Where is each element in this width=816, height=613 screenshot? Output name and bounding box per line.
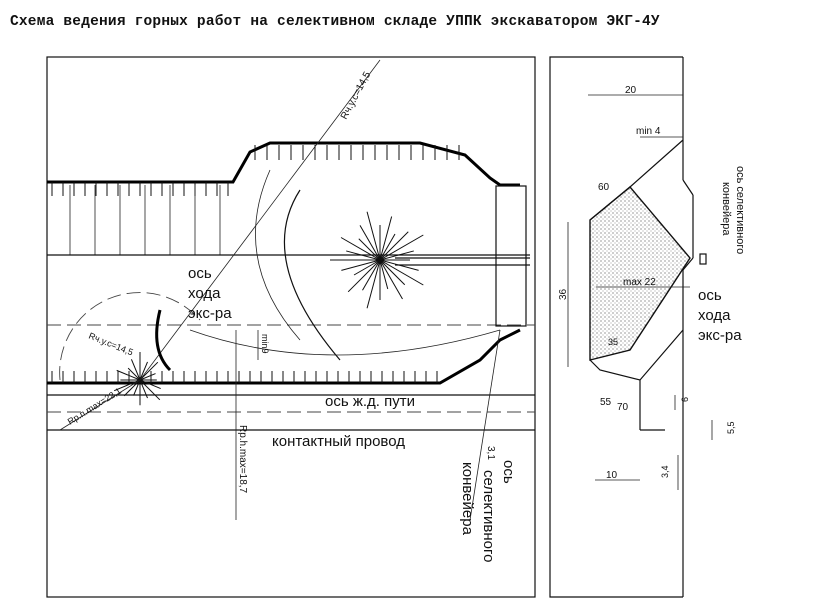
hatch-tick — [139, 379, 161, 401]
section-excavator-label-1: ось — [698, 287, 722, 304]
min9-label: min9 — [260, 334, 270, 354]
section-excavator-label-3: экс-ра — [698, 327, 742, 344]
section-excavator-label-2: хода — [698, 307, 731, 324]
hatch-tick — [133, 379, 141, 396]
stockpile-section — [589, 186, 691, 361]
slope-upper — [589, 139, 684, 221]
hatch-tick — [379, 259, 406, 286]
dim-60-label: 60 — [598, 182, 610, 193]
left-swing-circle — [59, 292, 201, 381]
diagram-title: Схема ведения горных работ на селективно… — [10, 14, 660, 30]
radius-line-rmax — [59, 379, 141, 431]
conveyor-hopper — [495, 185, 527, 327]
dim-35-label: 35 — [608, 337, 618, 347]
rmax-label: Rр.п.max=22,1 — [66, 386, 123, 427]
contact-wire-label: контактный провод — [272, 433, 405, 450]
dim-20-label: 20 — [625, 85, 637, 96]
plan-frame — [46, 56, 536, 598]
hatch-tick — [139, 361, 148, 381]
hatch-tick — [139, 379, 148, 399]
excavator-cut-arc — [255, 169, 301, 341]
hatch-tick — [347, 259, 381, 293]
dim-6-label: 6 — [680, 397, 690, 402]
slope-lower — [589, 329, 684, 381]
hatch-tick — [353, 259, 381, 276]
excavator-swing-arc — [283, 189, 341, 361]
section-right-step — [682, 179, 694, 196]
bench-lower-edge — [47, 328, 521, 385]
rail-axis-label: ось ж.д. пути — [325, 393, 415, 410]
hatch-tick — [123, 379, 141, 397]
hatch-tick — [139, 361, 159, 381]
hatch-tick — [379, 216, 393, 261]
dump-arc — [189, 329, 501, 356]
left-cut-arc — [155, 309, 172, 372]
hatch-tick — [379, 259, 389, 290]
section-frame — [549, 56, 683, 598]
dim-5-5-label: 5,5 — [726, 421, 736, 434]
hatch-tick — [366, 211, 381, 261]
bench-hatching-lower — [51, 371, 438, 383]
dim-min4-label: min 4 — [636, 126, 661, 137]
excavator-axis-label-2: хода — [188, 285, 221, 302]
hatch-tick — [359, 225, 381, 261]
bench-face-lines — [69, 185, 221, 255]
dim-10-label: 10 — [606, 470, 618, 481]
rhmax-label: Rр.h.max=18,7 — [237, 425, 248, 494]
radius-left-label: Rч.у.c=14,5 — [87, 331, 134, 358]
excavator-left-position — [113, 352, 161, 406]
hatch-tick — [379, 259, 403, 300]
hatch-tick — [340, 237, 381, 261]
section-conveyor-label-1: ось селективного — [734, 166, 746, 254]
bench-hatching-upper — [51, 145, 460, 196]
hatch-tick — [366, 259, 381, 309]
excavator-main-position — [330, 211, 424, 309]
hatch-tick — [362, 259, 381, 291]
hatch-tick — [379, 234, 424, 261]
section-right-notch — [682, 257, 694, 271]
hatch-tick — [379, 259, 424, 286]
bench-upper-edge — [47, 141, 520, 187]
conveyor-marker — [699, 253, 707, 265]
plan-view: Rч.у.c=14,5 Rч.у.c=14,5 Rр.п.max=22,1 Rр… — [46, 56, 536, 598]
excavator-axis-label-3: экс-ра — [188, 305, 232, 322]
hatch-tick — [130, 359, 141, 381]
section-conveyor-label-2: конвейера — [720, 182, 732, 236]
dim-max22-label: max 22 — [623, 277, 656, 288]
hatch-tick — [113, 379, 141, 392]
dim-3-4-label: 3,4 — [660, 465, 670, 478]
dim-36-label: 36 — [558, 288, 569, 300]
conveyor-axis-label-2: селективного — [480, 470, 497, 563]
hatch-tick — [379, 233, 396, 261]
hatch-tick — [358, 238, 381, 261]
excavator-axis-label-1: ось — [188, 265, 212, 282]
conveyor-axis-label-3: конвейера — [459, 462, 476, 536]
hatch-tick — [341, 259, 381, 271]
dim-3-1-label: 3,1 — [485, 446, 496, 460]
hatch-tick — [379, 250, 414, 261]
hatch-tick — [139, 379, 161, 390]
hatch-tick — [116, 369, 141, 381]
radius-line-top — [139, 59, 381, 381]
conveyor-leader-line — [469, 329, 501, 521]
section-view: 20 min 4 60 max 22 36 35 55 70 6 5,5 10 … — [549, 56, 746, 598]
hatch-tick — [379, 231, 409, 261]
dim-55-label: 55 — [600, 397, 612, 408]
hatch-tick — [127, 367, 141, 381]
hatch-tick — [346, 250, 381, 261]
hatch-tick — [139, 373, 156, 381]
conveyor-axis-label-1: ось — [500, 460, 517, 484]
dim-70-label: 70 — [617, 402, 629, 413]
radius-top-label: Rч.у.c=14,5 — [339, 70, 373, 122]
